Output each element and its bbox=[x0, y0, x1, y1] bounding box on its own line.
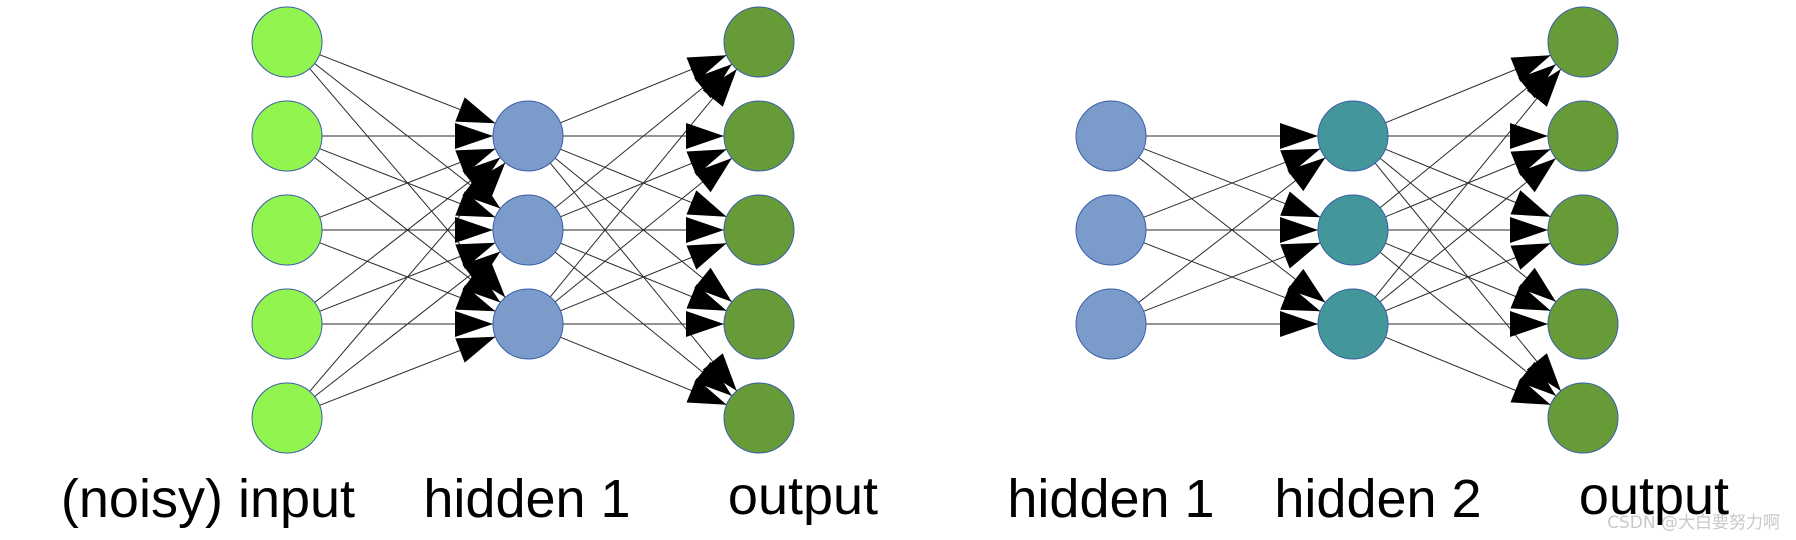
right-arrowhead-l0-n2-to-n0 bbox=[1287, 157, 1326, 192]
left-layer2-node-1 bbox=[723, 6, 795, 78]
right-arrowhead-l1-n2-to-n1 bbox=[1518, 158, 1556, 193]
right-layer1-node-1 bbox=[1317, 100, 1389, 172]
right-arrowhead-l1-n0-to-n4 bbox=[1526, 353, 1561, 391]
right-layer2-node-1 bbox=[1547, 6, 1619, 78]
right-layer0-node-3 bbox=[1075, 288, 1147, 360]
left-layer0-node-1 bbox=[251, 6, 323, 78]
left-arrowhead-l1-n0-to-n4 bbox=[702, 353, 737, 391]
left-layer1-node-2 bbox=[492, 194, 564, 266]
left-arrowhead-l1-n2-to-n1 bbox=[694, 158, 732, 193]
left-arrowhead-l1-n1-to-n4 bbox=[694, 361, 732, 396]
right-arrowhead-l1-n0-to-n1 bbox=[1510, 123, 1548, 149]
label-right-hidden2: hidden 2 bbox=[1274, 469, 1481, 529]
left-arrowhead-l0-n1-to-n2 bbox=[462, 268, 501, 303]
right-arrowhead-l0-n1-to-n0 bbox=[1280, 148, 1321, 175]
label-left-hidden1: hidden 1 bbox=[423, 469, 630, 529]
left-arrowhead-l0-n4-to-n2 bbox=[455, 336, 496, 363]
right-arrowhead-l1-n1-to-n3 bbox=[1510, 284, 1551, 311]
right-layer0-node-1 bbox=[1075, 100, 1147, 172]
label-right-hidden1: hidden 1 bbox=[1007, 469, 1214, 529]
left-arrowhead-l1-n1-to-n0 bbox=[694, 64, 732, 99]
left-layer2-node-4 bbox=[723, 288, 795, 360]
left-arrowhead-l1-n0-to-n3 bbox=[694, 267, 732, 302]
right-arrowhead-l1-n2-to-n2 bbox=[1510, 243, 1551, 270]
right-arrowhead-l1-n2-to-n4 bbox=[1510, 378, 1551, 405]
left-arrowhead-l0-n1-to-n1 bbox=[455, 191, 496, 218]
left-edge-l0-n4-to-n1 bbox=[314, 251, 501, 397]
left-arrowhead-l0-n2-to-n0 bbox=[455, 148, 496, 175]
left-arrowhead-l0-n3-to-n2 bbox=[455, 311, 493, 337]
right-arrowhead-l1-n0-to-n3 bbox=[1518, 267, 1556, 302]
right-layer2-node-5 bbox=[1547, 382, 1619, 454]
left-arrowhead-l0-n4-to-n0 bbox=[470, 162, 506, 200]
left-layer0-node-3 bbox=[251, 194, 323, 266]
left-layer1-node-3 bbox=[492, 288, 564, 360]
left-layer1-node-1 bbox=[492, 100, 564, 172]
left-arrowhead-l0-n0-to-n2 bbox=[470, 260, 506, 298]
right-arrowhead-l0-n0-to-n0 bbox=[1280, 123, 1318, 149]
right-arrowhead-l1-n1-to-n0 bbox=[1518, 64, 1556, 99]
left-layer0-node-5 bbox=[251, 382, 323, 454]
right-layer1-node-3 bbox=[1317, 288, 1389, 360]
left-arrowhead-l1-n2-to-n0 bbox=[702, 69, 737, 107]
label-right-output: output bbox=[1579, 466, 1729, 526]
left-arrowhead-l0-n3-to-n1 bbox=[455, 242, 496, 269]
right-layer2-node-3 bbox=[1547, 194, 1619, 266]
left-layer2-node-2 bbox=[723, 100, 795, 172]
label-left-input: (noisy) input bbox=[61, 469, 355, 529]
left-edge-l1-n2-to-n0 bbox=[549, 68, 738, 298]
left-layer0-node-2 bbox=[251, 100, 323, 172]
right-arrowhead-l0-n0-to-n1 bbox=[1280, 191, 1321, 218]
arrowheads bbox=[455, 55, 1561, 405]
neurons bbox=[251, 6, 1619, 454]
left-arrowhead-l0-n0-to-n0 bbox=[455, 97, 496, 124]
right-arrowhead-l1-n2-to-n0 bbox=[1526, 69, 1561, 107]
right-edge-l1-n2-to-n0 bbox=[1374, 68, 1562, 298]
right-arrowhead-l0-n1-to-n2 bbox=[1280, 285, 1321, 312]
left-arrowhead-l1-n0-to-n0 bbox=[686, 55, 727, 82]
right-arrowhead-l0-n2-to-n2 bbox=[1280, 311, 1318, 337]
left-arrowhead-l0-n1-to-n0 bbox=[455, 123, 493, 149]
right-layer1-node-2 bbox=[1317, 194, 1389, 266]
left-arrowhead-l0-n4-to-n1 bbox=[462, 251, 501, 286]
right-arrowhead-l1-n0-to-n2 bbox=[1510, 190, 1551, 217]
left-arrowhead-l1-n1-to-n1 bbox=[686, 149, 727, 176]
left-arrowhead-l1-n2-to-n4 bbox=[686, 378, 727, 405]
right-arrowhead-l1-n1-to-n4 bbox=[1518, 361, 1556, 396]
right-arrowhead-l1-n0-to-n0 bbox=[1510, 55, 1551, 82]
layer-labels: (noisy) input hidden 1 output hidden 1 h… bbox=[61, 466, 1729, 529]
right-arrowhead-l0-n1-to-n1 bbox=[1280, 217, 1318, 243]
right-edge-l0-n2-to-n0 bbox=[1138, 157, 1326, 303]
left-arrowhead-l1-n2-to-n3 bbox=[686, 311, 724, 337]
left-layer2-node-5 bbox=[723, 382, 795, 454]
left-arrowhead-l0-n2-to-n1 bbox=[455, 217, 493, 243]
right-arrowhead-l1-n1-to-n1 bbox=[1510, 149, 1551, 176]
left-arrowhead-l1-n1-to-n2 bbox=[686, 217, 724, 243]
left-edge-l0-n3-to-n0 bbox=[314, 157, 501, 303]
right-arrowhead-l1-n2-to-n3 bbox=[1510, 311, 1548, 337]
left-layer2-node-3 bbox=[723, 194, 795, 266]
right-arrowhead-l0-n2-to-n1 bbox=[1280, 242, 1321, 269]
left-layer0-node-4 bbox=[251, 288, 323, 360]
watermark-text: CSDN @大白要努力啊 bbox=[1607, 513, 1780, 533]
left-arrowhead-l1-n0-to-n2 bbox=[686, 190, 727, 217]
label-left-output: output bbox=[728, 466, 878, 526]
right-layer0-node-2 bbox=[1075, 194, 1147, 266]
left-arrowhead-l1-n0-to-n1 bbox=[686, 123, 724, 149]
right-arrowhead-l1-n1-to-n2 bbox=[1510, 217, 1548, 243]
right-layer2-node-4 bbox=[1547, 288, 1619, 360]
left-arrowhead-l1-n1-to-n3 bbox=[686, 284, 727, 311]
right-arrowhead-l0-n0-to-n2 bbox=[1287, 268, 1326, 303]
left-arrowhead-l0-n2-to-n2 bbox=[455, 285, 496, 312]
right-layer2-node-2 bbox=[1547, 100, 1619, 172]
left-arrowhead-l1-n2-to-n2 bbox=[686, 243, 727, 270]
